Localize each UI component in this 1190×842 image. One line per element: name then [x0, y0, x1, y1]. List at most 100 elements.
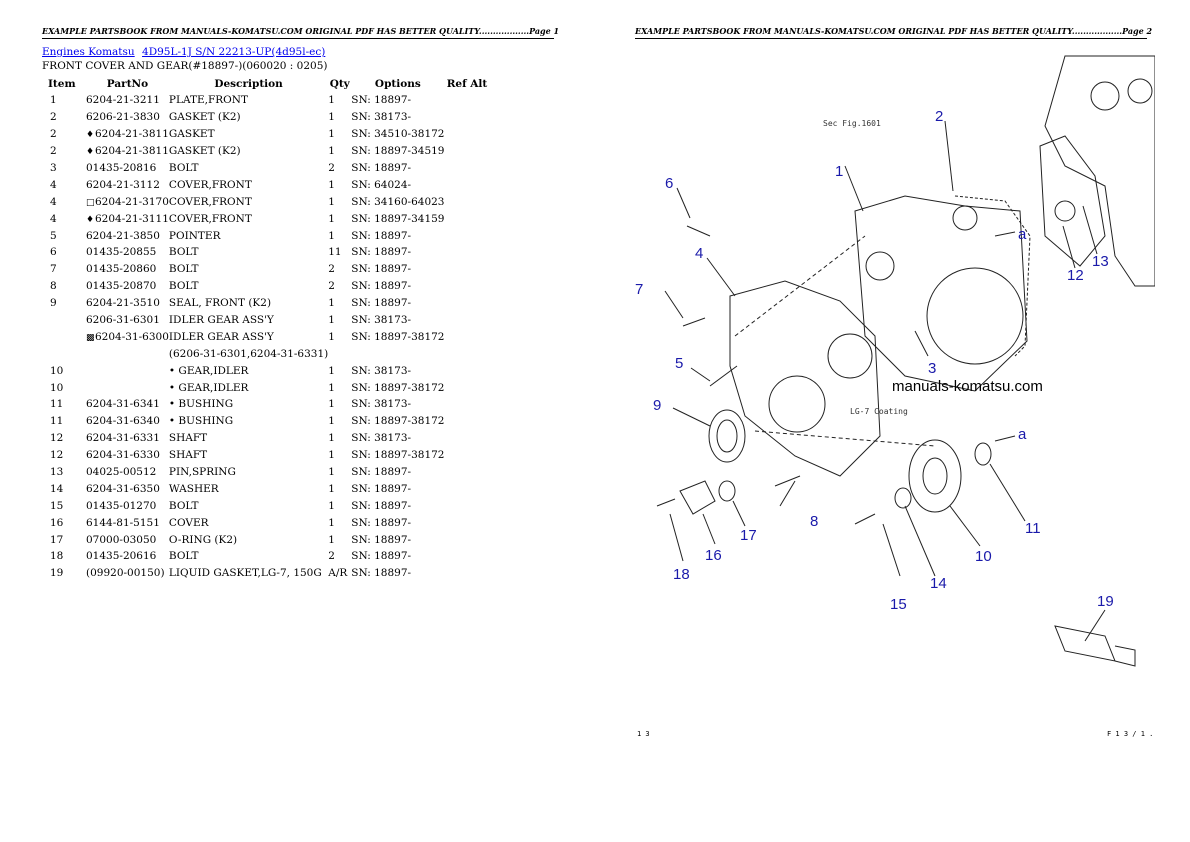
cell-item: 16 — [50, 516, 64, 529]
cell-options: SN: 34160-64023 — [351, 195, 445, 208]
cell-ref-alt — [444, 480, 489, 497]
idler-gear-hub — [922, 457, 948, 495]
cell-partno: 04025-00512 — [86, 464, 169, 481]
cell-options: SN: 64024- — [351, 178, 412, 191]
cell-ref-alt — [444, 227, 489, 244]
cell-description: • BUSHING — [168, 415, 234, 428]
cell-qty: 1 — [328, 212, 335, 225]
part-number: 6204-21-3170 — [95, 195, 169, 208]
callout-number: 6 — [665, 175, 673, 192]
bolt-drawing — [656, 498, 676, 507]
cell-ref-alt — [444, 345, 489, 362]
callout-number: 19 — [1097, 593, 1114, 610]
cell-description: • BUSHING — [168, 398, 234, 411]
cell-item: 2 — [50, 128, 57, 141]
change-marker-icon: ♦ — [86, 130, 95, 141]
cell-partno: 01435-20616 — [86, 548, 169, 565]
cell-item: 10 — [50, 364, 64, 377]
cell-description: COVER — [168, 516, 209, 529]
cell-item — [42, 328, 86, 345]
cell-options: SN: 18897- — [351, 246, 412, 259]
cell-options: SN: 18897-38172 — [351, 415, 445, 428]
table-row: (6206-31-6301,6204-31-6331) — [42, 345, 489, 362]
cell-options: SN: 18897- — [351, 533, 412, 546]
part-number: 01435-20870 — [86, 280, 157, 293]
seal-drawing — [708, 409, 746, 463]
cell-qty: 1 — [328, 398, 335, 411]
idler-shaft-drawing — [1054, 200, 1076, 222]
washer-drawing — [894, 487, 912, 509]
cell-item: 6 — [50, 246, 57, 259]
parts-table: Item PartNo Description Qty Options Ref … — [42, 76, 489, 582]
cell-partno: 6204-21-3112 — [86, 176, 169, 193]
arrow-label-a: a — [1018, 426, 1027, 443]
callout-number: 13 — [1092, 253, 1109, 270]
cell-options: SN: 18897- — [351, 482, 412, 495]
cell-qty: 1 — [328, 516, 335, 529]
cell-options: SN: 18897-34159 — [351, 212, 445, 225]
gasket-hole — [952, 205, 978, 231]
front-plate-hole — [865, 251, 895, 281]
breadcrumb-link-engines[interactable]: Engines Komatsu — [42, 46, 135, 58]
cell-partno: 6204-31-6340 — [86, 413, 169, 430]
column-header-ref-alt: Ref Alt — [446, 78, 488, 90]
cell-item — [42, 312, 86, 329]
cell-qty: 1 — [328, 330, 335, 343]
callout-number: 10 — [975, 548, 992, 565]
cell-options: SN: 18897- — [351, 499, 412, 512]
cell-partno: ♦6204-21-3811 — [86, 143, 169, 160]
cell-item — [42, 345, 86, 362]
leader-line — [779, 480, 796, 507]
cell-options: SN: 18897-38172 — [351, 449, 445, 462]
cell-options: SN: 18897- — [351, 280, 412, 293]
part-number: 04025-00512 — [86, 466, 157, 479]
cell-partno — [86, 379, 169, 396]
callout-number: 17 — [740, 527, 757, 544]
cell-ref-alt — [444, 413, 489, 430]
part-number: 01435-20855 — [86, 246, 157, 259]
leader-line — [904, 505, 936, 577]
cell-description: SHAFT — [168, 432, 208, 445]
callout-number: 16 — [705, 547, 722, 564]
part-number: 6204-31-6330 — [86, 449, 160, 462]
breadcrumb-link-model[interactable]: 4D95L-1J S/N 22213-UP(4d95l-ec) — [142, 46, 326, 58]
cell-description: BOLT — [168, 280, 199, 293]
cell-qty: 1 — [328, 128, 335, 141]
front-plate-drawing — [854, 195, 1028, 392]
liquid-gasket-tube-drawing — [1054, 625, 1116, 662]
cell-partno — [86, 345, 169, 362]
cell-qty: 1 — [328, 195, 335, 208]
column-header-item: Item — [48, 78, 76, 90]
cell-description: BOLT — [168, 263, 199, 276]
cell-item: 9 — [50, 297, 57, 310]
lg7-coating-note: LG-7 Coating — [850, 407, 908, 416]
part-number: 6204-21-3811 — [95, 128, 169, 141]
bolt-drawing — [682, 317, 706, 327]
bolt-drawing — [686, 225, 711, 237]
cell-ref-alt — [444, 143, 489, 160]
alignment-line — [734, 235, 866, 337]
leader-line — [949, 505, 981, 547]
column-header-partno: PartNo — [106, 78, 149, 90]
cell-description: O-RING (K2) — [168, 533, 238, 546]
callout-number: 1 — [835, 163, 843, 180]
cell-item: 15 — [50, 499, 64, 512]
arrow-label-a: a — [1018, 226, 1027, 243]
callout-number: 3 — [928, 360, 936, 377]
cell-options: SN: 18897- — [351, 297, 412, 310]
leader-line — [882, 523, 901, 577]
part-number: 6204-21-3850 — [86, 229, 160, 242]
leader-line — [672, 407, 711, 427]
cell-options: SN: 38173- — [351, 314, 412, 327]
footer-left: 1 3 — [637, 730, 650, 738]
leader-line — [944, 120, 954, 192]
